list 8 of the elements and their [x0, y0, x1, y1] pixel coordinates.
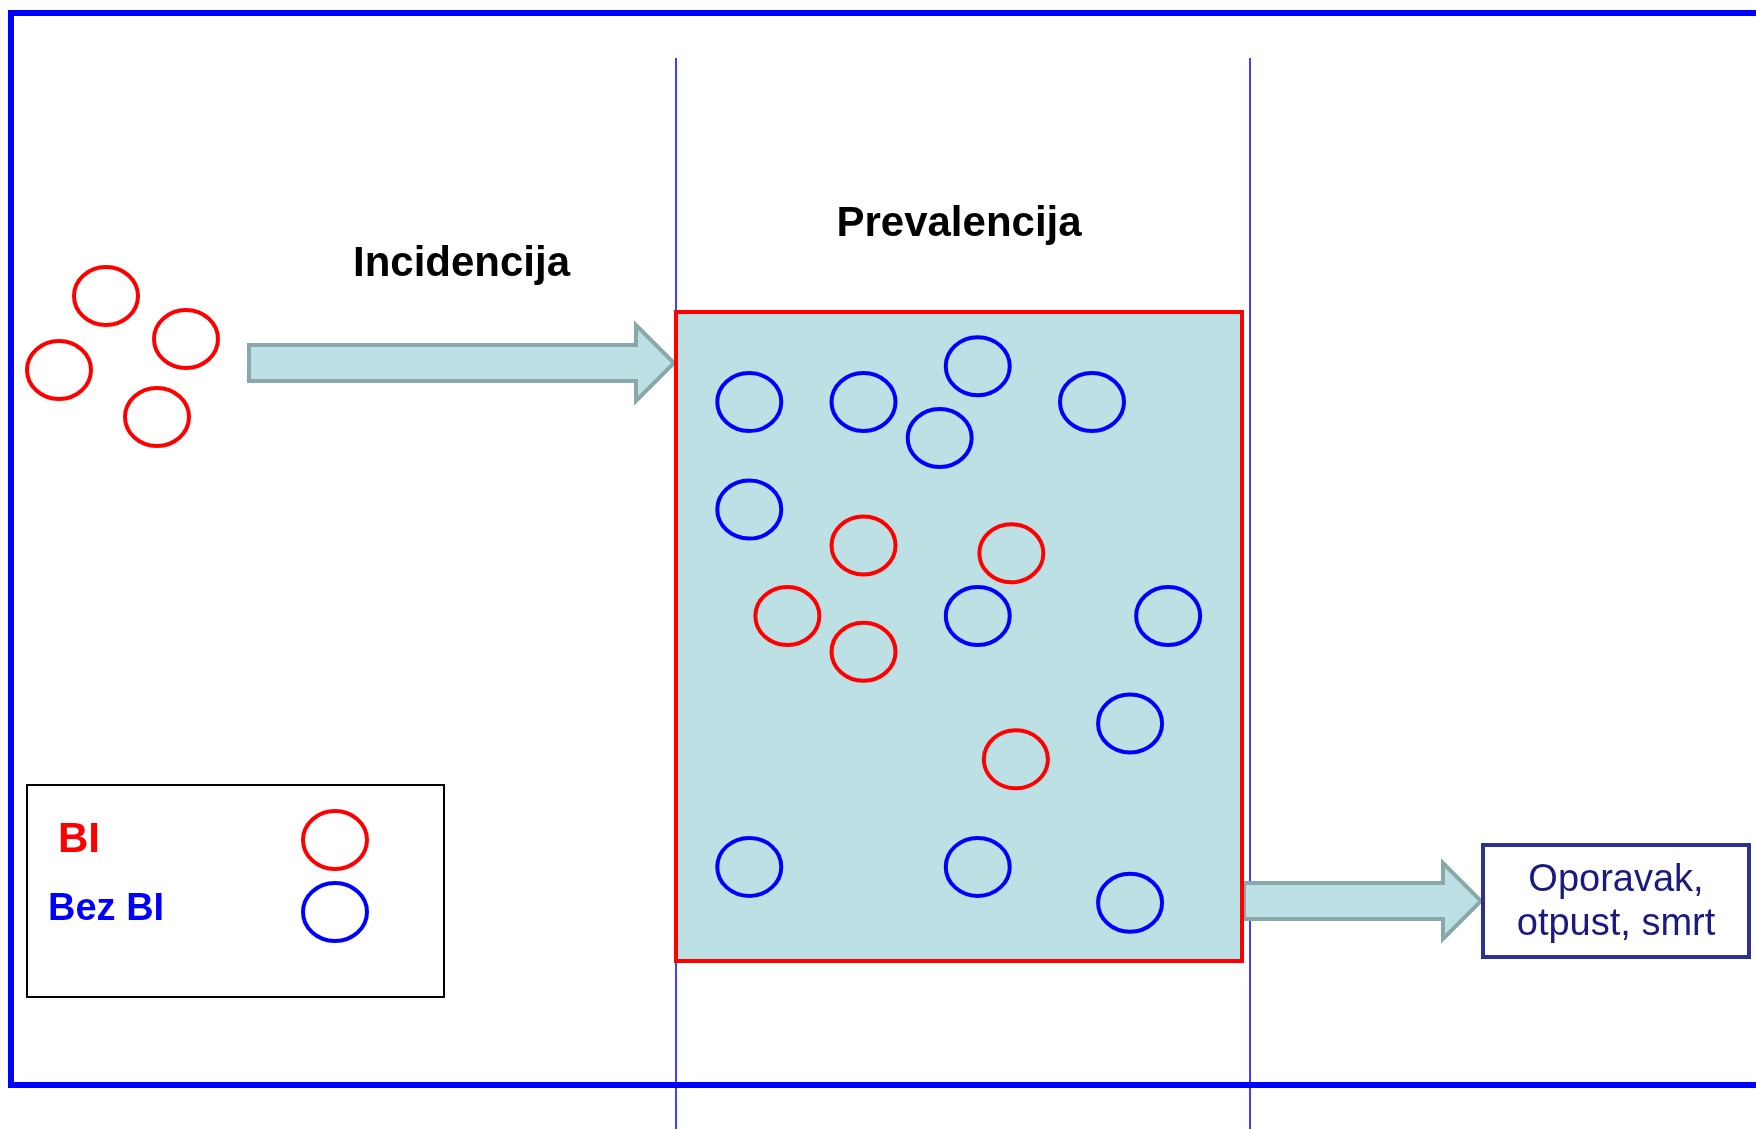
- block-arrow: [247, 320, 677, 406]
- section-heading: Prevalencija: [836, 198, 1082, 246]
- outcome-box: [1481, 843, 1751, 959]
- block-arrow: [1242, 858, 1484, 944]
- edge-label: Incidencija: [352, 238, 571, 286]
- legend-label: BI: [58, 814, 100, 862]
- legend-label: Bez BI: [48, 886, 165, 929]
- outcome-text: Oporavak, otpust, smrt: [1515, 857, 1717, 945]
